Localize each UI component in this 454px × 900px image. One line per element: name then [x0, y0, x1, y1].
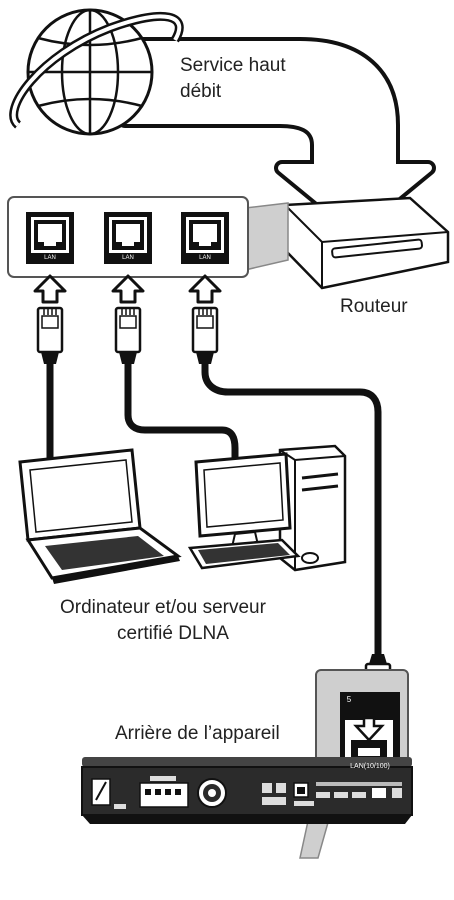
network-cables [46, 356, 382, 669]
unit-rear-label: Arrière de l’appareil [115, 723, 280, 744]
router-icon [283, 196, 450, 290]
broadband-service-label-line1: Service haut [180, 55, 286, 76]
cable-to-desktop [124, 356, 239, 474]
router-lan-port [181, 212, 229, 264]
cable-to-unit [201, 356, 382, 669]
desktop-computer-icon [187, 444, 347, 572]
rj45-plug-icon [191, 306, 219, 364]
up-arrow-icon [33, 274, 67, 304]
router-lan-port [104, 212, 152, 264]
unit-lan-port-label: LAN(10/100) [350, 763, 390, 770]
rj45-plug-icon [114, 306, 142, 364]
router-label: Routeur [340, 296, 408, 317]
router-lan-port [26, 212, 74, 264]
computer-server-label-line2: certifié DLNA [117, 623, 229, 644]
up-arrow-icon [188, 274, 222, 304]
internet-to-router-arrow [117, 37, 436, 236]
rj45-plug-icon [36, 306, 64, 364]
connection-arrows [33, 274, 222, 304]
unit-rear-panel [81, 757, 413, 824]
router-port-label: LAN [122, 255, 134, 261]
laptop-icon [18, 448, 182, 584]
broadband-service-label-line2: débit [180, 81, 222, 102]
globe-icon [9, 8, 184, 136]
unit-port-panel [299, 669, 409, 859]
router-lan-ports [26, 212, 229, 264]
router-port-label: LAN [199, 255, 211, 261]
unit-port-number-badge: 5 [346, 695, 352, 704]
router-port-label: LAN [44, 255, 56, 261]
computer-server-label-line1: Ordinateur et/ou serveur [60, 597, 266, 618]
up-arrow-icon [111, 274, 145, 304]
